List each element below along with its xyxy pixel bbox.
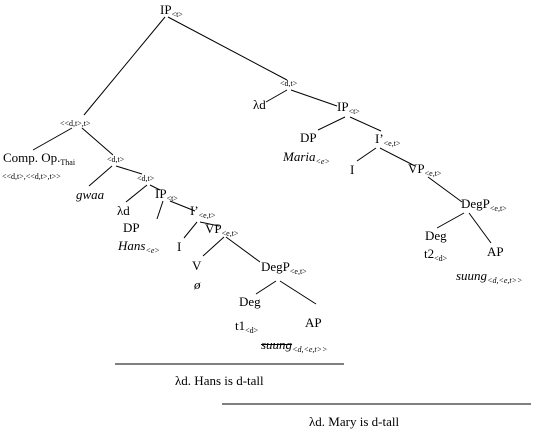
node-t2: t2<d>: [424, 246, 448, 263]
node-suung-right: suung<d,<e,t>>: [456, 268, 523, 285]
branch-ibar-vp: [379, 147, 416, 167]
branch-vp-degp-left: [225, 236, 261, 263]
branch-dt-lambda: [265, 89, 288, 103]
branch-vp-degp: [427, 176, 463, 203]
node-dt-top: <d,t>: [280, 79, 298, 88]
branch-ip-dp-left: [156, 200, 164, 220]
node-ap-left: AP: [305, 315, 322, 330]
node-hans: Hans<e>: [118, 238, 160, 255]
node-ibar-left: I’<e,t>: [190, 203, 216, 220]
branch-ddtt-compop: [32, 127, 73, 151]
node-ip-right: IP<t>: [337, 99, 360, 116]
branch-dtinner-lambda: [125, 184, 148, 203]
node-ip-left: IP<t>: [155, 186, 178, 203]
node-ip-root: IP<t>: [160, 2, 183, 19]
node-ibar-right: I’<e,t>: [375, 131, 401, 148]
node-type-ddtt: <<d,t>,t>: [60, 119, 91, 128]
node-vp-right: VP<e,t>: [408, 161, 442, 178]
branch-dt-gwaa: [88, 165, 113, 187]
branch-degp-ap-left: [279, 280, 317, 305]
node-degp-left: DegP<e,t>: [261, 259, 307, 276]
branch-ip-ibar-left: [169, 200, 196, 212]
node-maria: Maria<e>: [283, 149, 330, 166]
node-deg-left: Deg: [239, 294, 261, 309]
node-dt-inner: <d,t>: [137, 174, 155, 183]
node-comp-op-type: <<d,t>,<<d,t>,t>>: [2, 172, 61, 181]
node-comp-op: Comp. Op.Thai: [3, 150, 76, 167]
branch-ddtt-dt: [81, 127, 114, 156]
branch-ip-dp: [317, 116, 346, 131]
node-i-left: I: [177, 239, 182, 254]
branch-ibar-i: [356, 147, 377, 162]
branch-ibar-vp-left: [199, 221, 220, 227]
node-i-right: I: [350, 162, 355, 177]
node-suung-left: suung<d,<e,t>>: [261, 337, 328, 354]
branch-dtinner-ip: [149, 184, 161, 191]
branch-root-left: [83, 16, 166, 116]
branch-dt-dt: [115, 165, 143, 175]
branch-degp-deg-left: [255, 280, 277, 295]
node-ap-right: AP: [487, 244, 504, 259]
branch-ibar-i-left: [183, 221, 198, 239]
branch-degp-deg: [436, 212, 465, 229]
node-t1: t1<d>: [235, 318, 259, 335]
node-empty-set: ø: [194, 277, 201, 292]
branch-root-right: [167, 16, 288, 81]
branch-ip-ibar: [349, 116, 382, 132]
node-deg-right: Deg: [425, 228, 447, 243]
node-lambda-left: λd: [117, 203, 130, 218]
node-lambda-right: λd: [253, 97, 266, 112]
node-v-left: V: [192, 258, 202, 273]
node-vp-left: VP<e,t>: [205, 221, 239, 238]
node-dt-left: <d,t>: [107, 155, 125, 164]
node-degp-right: DegP<e,t>: [461, 196, 507, 213]
branch-vp-v-left: [202, 236, 225, 257]
node-dp-right: DP: [300, 130, 317, 145]
node-dp-left: DP: [123, 220, 140, 235]
annotation-mary-meaning: λd. Mary is d-tall: [309, 414, 400, 429]
annotation-hans-meaning: λd. Hans is d-tall: [175, 373, 264, 388]
branch-dt-ip: [290, 89, 338, 107]
node-gwaa: gwaa: [76, 187, 105, 202]
branch-degp-ap: [468, 212, 492, 244]
